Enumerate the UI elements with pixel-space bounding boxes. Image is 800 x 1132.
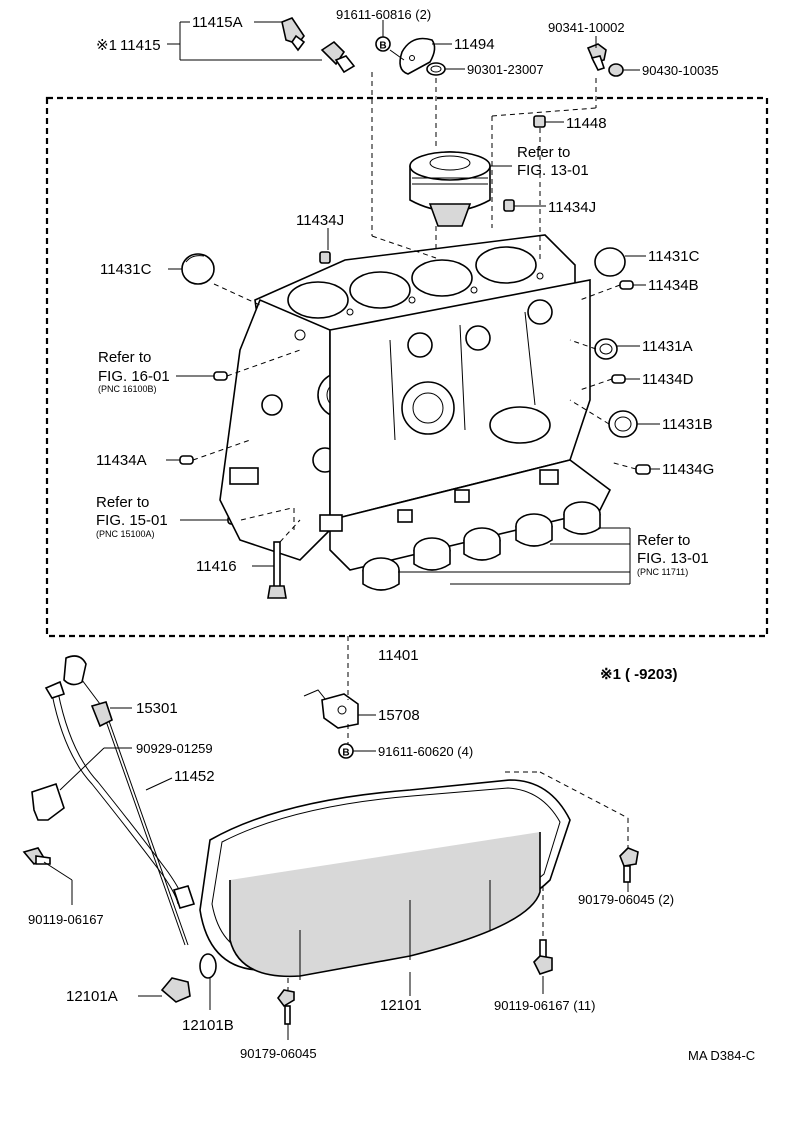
union-fitting-part [320,40,356,74]
callout-90119-06167-left: 90119-06167 [28,912,104,927]
expansion-plug-11431A [594,338,618,360]
callout-11434J-left: 11434J [296,212,344,229]
bolt-part-90179-bottom [277,989,295,1025]
oil-nozzle-part [303,689,359,729]
callout-90119-06167-11: 90119-06167 (11) [494,998,595,1013]
callout-90929-01259: 90929-01259 [136,741,213,756]
callout-11434D: 11434D [642,371,694,388]
callout-90430-10035: 90430-10035 [642,63,719,78]
leader-lines [43,20,660,1040]
ref-fig15-line2: FIG. 15-01 [96,512,168,529]
ref-bearing-pnc: (PNC 11711) [637,567,688,577]
ref-bearing-line1: Refer to [637,532,690,549]
bolt-badge-bottom: B [338,743,354,759]
callout-11448: 11448 [566,115,607,132]
crankshaft-bearing-2 [413,537,451,571]
callout-91611-60816: 91611-60816 (2) [336,7,431,22]
callout-90179-06045: 90179-06045 [240,1046,317,1061]
cover-plate-part [399,37,436,75]
dipstick-grommet-part [90,701,113,728]
crankshaft-bearing-4 [515,513,553,547]
pin-part-16-01 [213,371,228,381]
pin-part-11434A [179,455,194,465]
ref-fig15-line1: Refer to [96,494,149,511]
oil-pan-part [199,779,571,980]
ref-bearing-line2: FIG. 13-01 [637,550,709,567]
callout-11415: 11415 [120,37,161,54]
bolt-part-90341 [586,43,607,71]
piston-part [409,151,491,227]
footnote-range: ( -9203) [625,666,678,683]
ref-piston-line2: FIG. 13-01 [517,162,589,179]
callout-11415A: 11415A [192,14,243,31]
callout-11494: 11494 [454,36,495,53]
callout-11431A: 11431A [642,338,693,355]
pin-part-11434B [619,280,634,290]
bolt-part-90179-right [619,847,639,883]
crankshaft-bearing-3 [463,527,501,561]
ref-piston-line1: Refer to [517,144,570,161]
callout-11452: 11452 [174,768,215,785]
callout-12101A: 12101A [66,988,118,1005]
callout-12101B: 12101B [182,1017,234,1034]
pin-part-11434D [611,374,626,384]
callout-91611-60620: 91611-60620 (4) [378,744,473,759]
figure-code: MA D384-C [688,1048,755,1063]
callout-12101: 12101 [380,997,422,1014]
pin-part-11434J-right [503,199,515,212]
callout-11415-prefix: ※1 [96,37,117,54]
callout-90301-23007: 90301-23007 [467,62,544,77]
ref-fig16-line2: FIG. 16-01 [98,368,170,385]
oil-level-gauge-part [63,655,189,946]
callout-11401: 11401 [378,647,419,664]
cylinder-block-part [219,234,612,571]
bolt-part-90119-left [22,847,51,866]
dashed-assembly-lines [192,72,637,990]
cylinder-block-assembly-frame [45,96,769,638]
oil-level-gauge-guide-part [44,680,196,909]
guide-bracket-part [31,782,65,821]
gasket-washer-part [608,63,624,77]
crankshaft-bearing-1 [362,557,400,591]
pin-part-11434G [635,464,651,475]
ref-fig16-line1: Refer to [98,349,151,366]
part-callouts: 11415A ※1 11415 91611-60816 (2) 11494 90… [28,7,755,1063]
bolt-badge-top: B [375,36,391,52]
callout-11434A: 11434A [96,452,147,469]
crankshaft-bearing-5 [563,501,601,535]
callout-11416: 11416 [196,558,237,575]
expansion-plug-11431C-right [594,247,626,277]
ref-fig16-pnc: (PNC 16100B) [98,384,157,394]
oil-pressure-switch-part [281,17,306,52]
badge-letter-bottom: B [342,748,349,759]
drain-plug-part [160,977,191,1003]
callout-11434G: 11434G [662,461,714,478]
crankshaft-bearing-set [362,501,601,591]
o-ring-part [426,62,446,76]
expansion-plug-11431C-left [181,253,215,285]
drain-plug-gasket-part [199,953,217,979]
callout-11434B: 11434B [648,277,699,294]
footnote-mark: ※1 [600,666,621,683]
plug-part-11448 [533,115,546,128]
ref-fig15-pnc: (PNC 15100A) [96,529,155,539]
callout-90179-06045-right: 90179-06045 (2) [578,892,674,907]
badge-letter-top: B [379,41,386,52]
callout-15708: 15708 [378,707,420,724]
stud-bolt-part [267,541,287,599]
callout-11434J-right: 11434J [548,199,596,216]
bolt-part-90119-11 [533,939,553,975]
callout-90341-10002: 90341-10002 [548,20,625,35]
pin-part-11434J-left [319,251,331,264]
callout-11431C-left: 11431C [100,261,152,278]
callout-11431C-right: 11431C [648,248,700,265]
callout-11431B: 11431B [662,416,713,433]
expansion-plug-11431B [608,410,638,438]
callout-15301: 15301 [136,700,178,717]
